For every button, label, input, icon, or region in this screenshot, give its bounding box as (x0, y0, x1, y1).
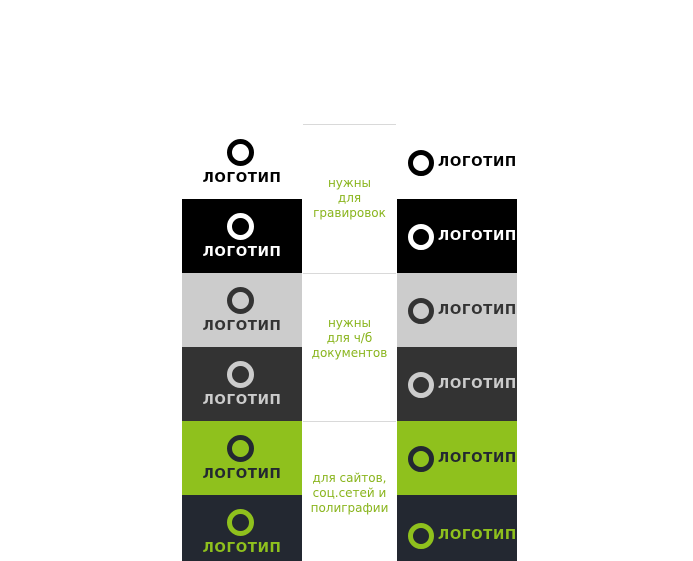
note-bw-documents: нужны для ч/б документов (303, 316, 396, 361)
logo-ring-icon (227, 287, 254, 314)
right-variant-5: ЛОГОТИП (397, 421, 517, 495)
right-variant-6: ЛОГОТИП (397, 495, 517, 561)
logo-ring-icon (227, 213, 254, 240)
logo-text: ЛОГОТИП (202, 392, 282, 408)
logo-text: ЛОГОТИП (438, 154, 517, 170)
right-variant-2: ЛОГОТИП (397, 199, 517, 273)
logo-ring-icon (408, 298, 434, 324)
divider (303, 421, 396, 422)
logo-text: ЛОГОТИП (438, 450, 517, 466)
note-line: для сайтов, (312, 471, 387, 485)
right-variant-4: ЛОГОТИП (397, 347, 517, 421)
divider (303, 273, 396, 274)
left-variant-6: ЛОГОТИП (182, 495, 302, 561)
logo-text: ЛОГОТИП (202, 318, 282, 334)
logo-text: ЛОГОТИП (202, 540, 282, 556)
logo-ring-icon (408, 372, 434, 398)
logo-ring-icon (408, 446, 434, 472)
note-web-print: для сайтов, соц.сетей и полиграфии (303, 471, 396, 516)
logo-ring-icon (227, 139, 254, 166)
note-line: полиграфии (310, 501, 389, 515)
note-line: нужны (327, 316, 372, 330)
logo-text: ЛОГОТИП (202, 466, 282, 482)
logo-ring-icon (227, 435, 254, 462)
right-variant-1: ЛОГОТИП (397, 125, 517, 199)
note-line: гравировок (313, 206, 386, 220)
logo-text: ЛОГОТИП (202, 170, 282, 186)
logo-ring-icon (408, 150, 434, 176)
logo-text: ЛОГОТИП (202, 244, 282, 260)
right-variant-3: ЛОГОТИП (397, 273, 517, 347)
left-variant-2: ЛОГОТИП (182, 199, 302, 273)
logo-text: ЛОГОТИП (438, 302, 517, 318)
logo-ring-icon (227, 361, 254, 388)
left-variant-5: ЛОГОТИП (182, 421, 302, 495)
logo-text: ЛОГОТИП (438, 376, 517, 392)
left-variant-4: ЛОГОТИП (182, 347, 302, 421)
note-line: документов (311, 346, 388, 360)
note-line: соц.сетей и (312, 486, 387, 500)
logo-ring-icon (408, 224, 434, 250)
logo-ring-icon (227, 509, 254, 536)
note-engraving: нужны для гравировок (303, 176, 396, 221)
note-line: нужны (327, 176, 372, 190)
note-line: для ч/б (326, 331, 373, 345)
divider (303, 124, 396, 125)
note-line: для (337, 191, 362, 205)
left-variant-1: ЛОГОТИП (182, 125, 302, 199)
left-variant-3: ЛОГОТИП (182, 273, 302, 347)
logo-ring-icon (408, 523, 434, 549)
logo-text: ЛОГОТИП (438, 228, 517, 244)
logo-text: ЛОГОТИП (438, 527, 517, 543)
